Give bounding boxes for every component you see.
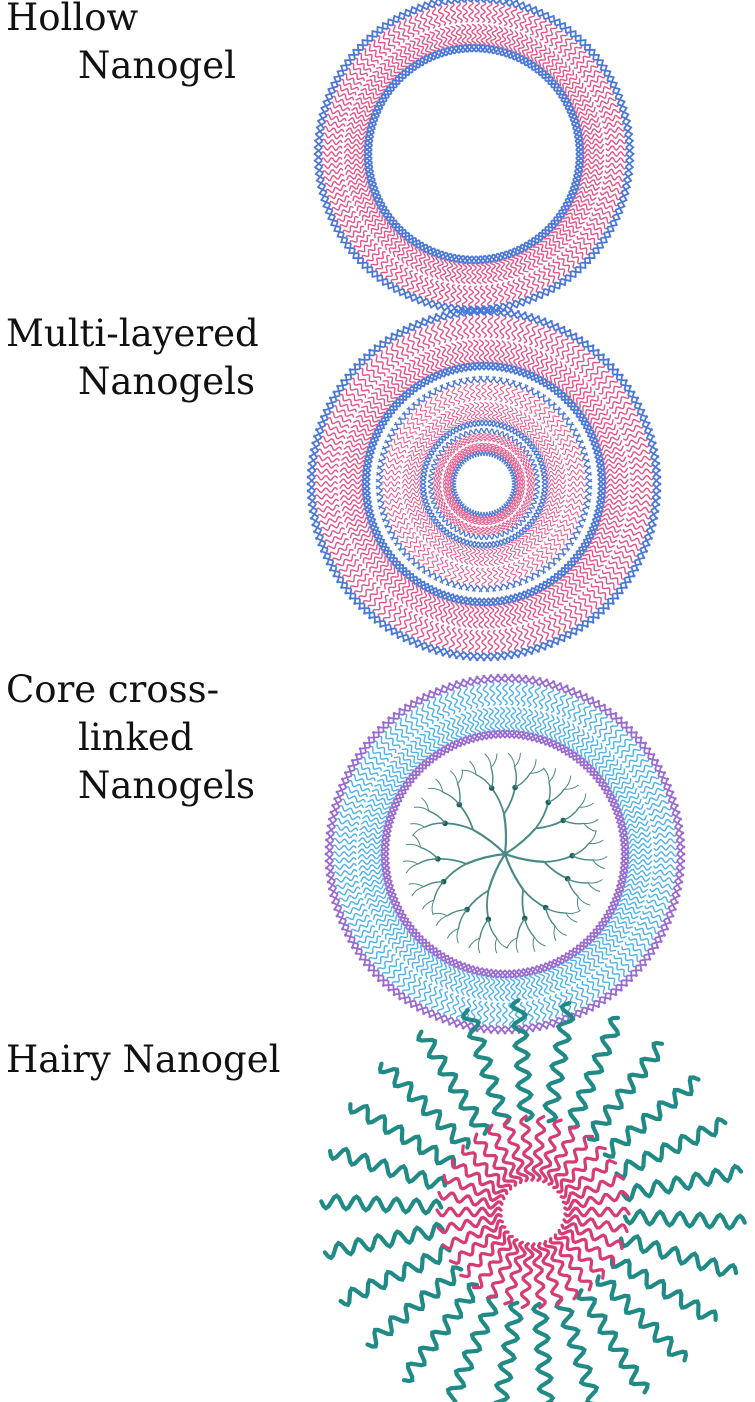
label-line: Hairy Nanogel: [6, 1038, 281, 1081]
label-line: Hollow: [6, 0, 139, 39]
label-line: Nanogel: [78, 44, 236, 87]
label-hairy-nanogel: Hairy Nanogel: [6, 1036, 280, 1084]
multi-layered-nanogel-illustration: [306, 306, 662, 662]
label-line: linked: [78, 716, 194, 759]
label-line: Core cross-: [6, 668, 220, 711]
core-cross-linked-nanogel-illustration: [324, 673, 686, 1035]
label-hollow-nanogel: Hollow Nanogel: [6, 0, 236, 90]
label-core-cross-linked-nanogels: Core cross- linked Nanogels: [6, 666, 255, 810]
label-line: Multi-layered: [6, 312, 259, 355]
hairy-nanogel-illustration: [319, 998, 747, 1402]
label-line: Nanogels: [78, 764, 255, 807]
label-multi-layered-nanogels: Multi-layered Nanogels: [6, 310, 259, 406]
hollow-nanogel-illustration: [313, 0, 635, 315]
label-line: Nanogels: [78, 360, 255, 403]
